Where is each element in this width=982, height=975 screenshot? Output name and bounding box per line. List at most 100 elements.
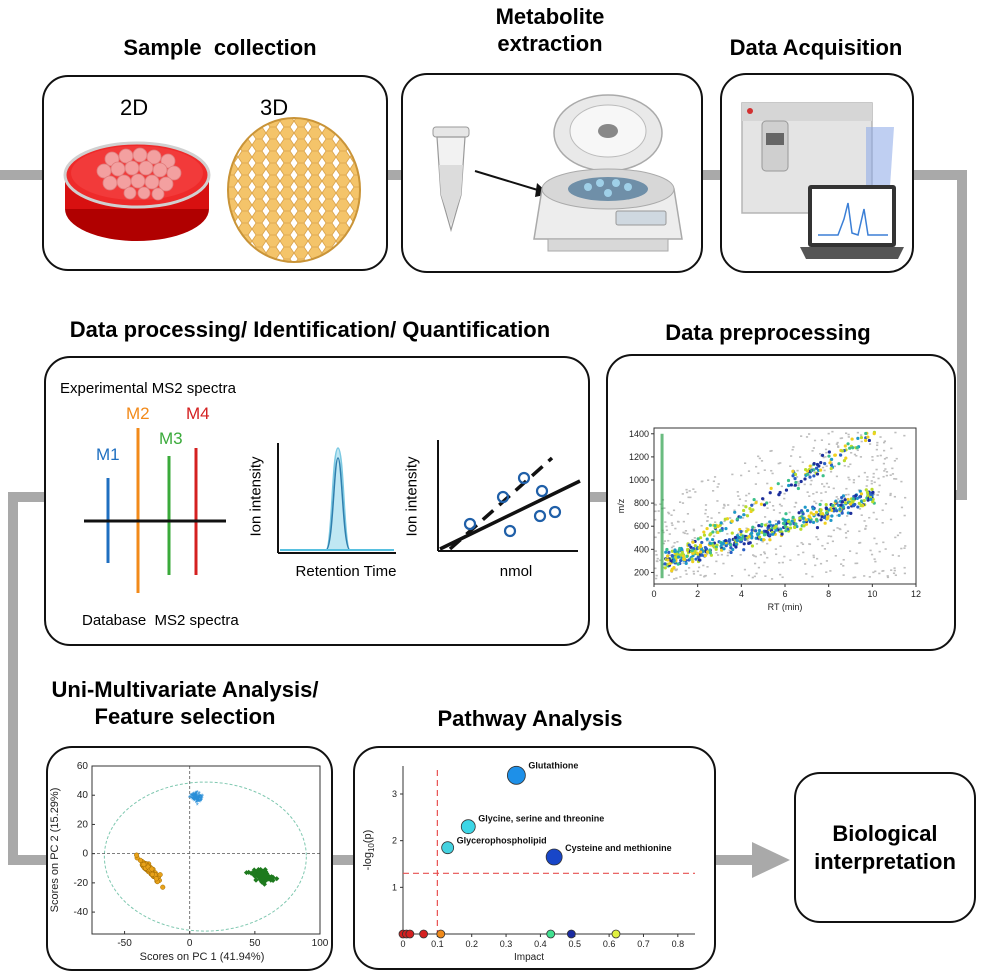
noise-point [752,554,755,556]
noise-point [717,554,720,556]
pca-point-blue: * [196,796,199,805]
feature-point [815,526,820,530]
feature-point [814,510,819,514]
noise-point [745,527,748,530]
noise-point [873,481,876,484]
noise-point [688,567,691,569]
pca-point-blue: * [195,792,198,801]
x-tick-label: 6 [782,589,787,599]
feature-point [720,526,724,531]
feature-point [783,518,787,522]
feature-point [779,527,783,531]
noise-point [674,527,677,530]
pca-point-blue: * [198,798,201,807]
feature-point [788,522,793,526]
feature-point [708,548,712,552]
noise-point [842,574,845,576]
plot-frame [91,765,321,935]
noise-point [727,504,730,506]
noise-point [783,555,786,558]
noise-point [837,446,840,448]
noise-point [676,541,679,543]
feature-point [864,438,868,443]
noise-point [670,522,673,524]
noise-point [812,556,815,559]
pca-point-blue: * [194,794,197,803]
pca-point-orange [157,872,163,878]
noise-point [686,532,689,535]
feature-point [719,521,723,525]
feature-point [815,472,820,476]
feature-point [675,552,679,556]
feature-point [849,511,853,515]
pca-point-blue: * [193,795,196,804]
noise-point [815,536,818,538]
feature-point [748,541,752,545]
noise-point [823,485,826,488]
feature-point [801,516,805,521]
noise-point [753,503,756,505]
noise-point [726,554,729,557]
noise-point [755,521,758,524]
feature-point [768,520,772,524]
feature-point [797,511,801,515]
feature-point [774,524,778,528]
pca-point-blue: * [188,794,191,803]
feature-point [802,524,806,528]
noise-point [883,440,887,443]
noise-point [847,493,850,496]
pca-point-blue: * [192,795,195,804]
noise-point [848,550,852,552]
noise-point [777,526,780,529]
feature-point [666,558,670,562]
experimental-spectra-label: Experimental MS2 spectra [60,380,236,397]
noise-point [847,433,850,436]
noise-point [875,518,878,520]
feature-point [814,466,819,470]
noise-point [885,456,888,459]
noise-point [811,575,814,578]
feature-point [699,550,703,554]
noise-point [804,563,807,565]
data-acquisition-box [720,73,914,273]
noise-point [878,484,881,487]
noise-point [884,502,888,505]
feature-point [829,508,834,512]
x-tick-label: 2 [695,589,700,599]
noise-point [685,573,688,575]
feature-point [716,530,720,535]
pca-point-blue: * [195,795,198,804]
flow-line-left-vertical [8,492,18,862]
feature-point [708,523,712,527]
feature-point [682,557,686,561]
noise-point [900,547,903,550]
noise-point [766,522,769,525]
noise-point [679,576,682,578]
feature-point [763,532,767,536]
noise-point [891,467,894,470]
pca-point-blue: * [198,793,201,802]
noise-point [815,513,818,516]
x-tick-label: 0.7 [637,939,650,949]
pca-point-blue: * [191,791,194,800]
noise-point [753,562,757,565]
noise-point [847,436,850,438]
noise-point [779,545,782,548]
feature-point [696,537,700,541]
feature-point [739,529,743,534]
pca-point-orange [149,871,155,877]
feature-point [691,551,695,555]
pathway-point [436,929,446,939]
noise-point [840,437,844,439]
noise-point [668,533,671,535]
x-tick-label: 0 [651,589,656,599]
pathway-analysis-title: Pathway Analysis [437,706,623,731]
noise-point [667,574,671,576]
noise-point [762,499,765,501]
noise-point [766,556,769,559]
noise-point [850,451,853,454]
pca-point-blue: * [199,793,202,802]
feature-point [789,483,793,487]
noise-point [864,527,867,530]
noise-point [895,457,898,460]
